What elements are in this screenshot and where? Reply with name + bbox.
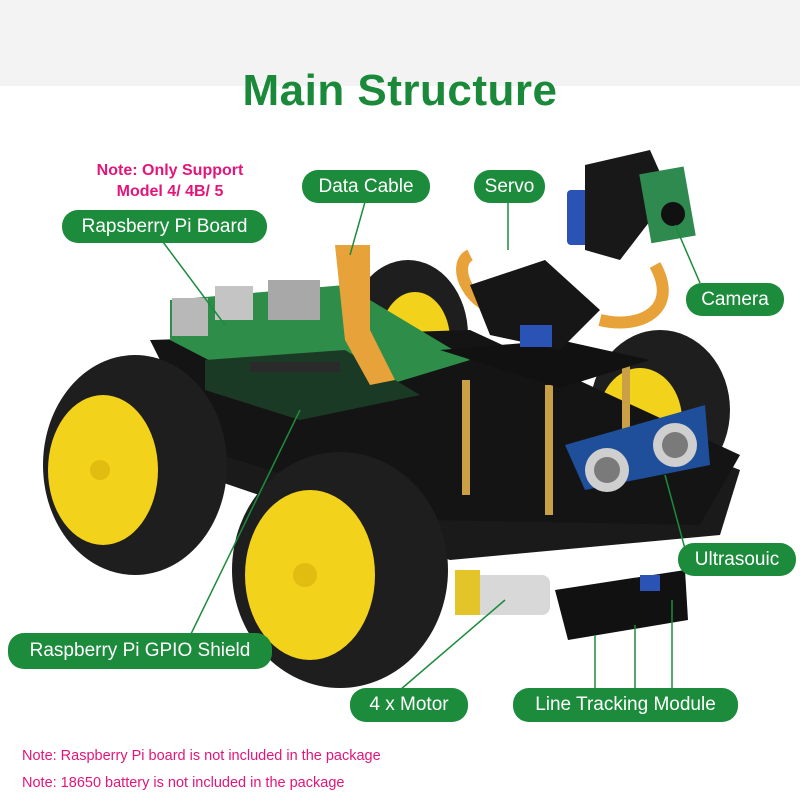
label-pi-board: Rapsberry Pi Board — [62, 210, 267, 243]
label-gpio-shield: Raspberry Pi GPIO Shield — [8, 633, 272, 669]
header-band — [0, 0, 800, 86]
servo — [470, 190, 600, 350]
support-note-line1: Note: Only Support — [96, 162, 244, 179]
footer-note-battery: Note: 18650 battery is not included in t… — [22, 775, 345, 791]
top-platform — [440, 340, 650, 388]
motor — [455, 570, 550, 615]
label-data-cable: Data Cable — [302, 170, 430, 203]
support-note-line2: Model 4/ 4B/ 5 — [116, 183, 224, 200]
front-left-wheel — [43, 355, 227, 575]
page-title: Main Structure — [242, 66, 558, 115]
camera-module — [585, 150, 696, 260]
label-camera: Camera — [686, 283, 784, 316]
label-ultrasonic: Ultrasouic — [678, 543, 796, 576]
line-tracking-module — [555, 570, 688, 640]
label-servo: Servo — [474, 170, 545, 203]
label-motor: 4 x Motor — [350, 688, 468, 722]
footer-note-board: Note: Raspberry Pi board is not included… — [22, 748, 381, 764]
leader-lines — [162, 201, 701, 691]
front-right-wheel — [232, 452, 448, 688]
ultrasonic-sensor — [565, 405, 710, 492]
support-note: Note: Only Support Model 4/ 4B/ 5 — [70, 160, 270, 202]
standoff-pillars — [462, 360, 630, 515]
label-line-tracking: Line Tracking Module — [513, 688, 738, 722]
